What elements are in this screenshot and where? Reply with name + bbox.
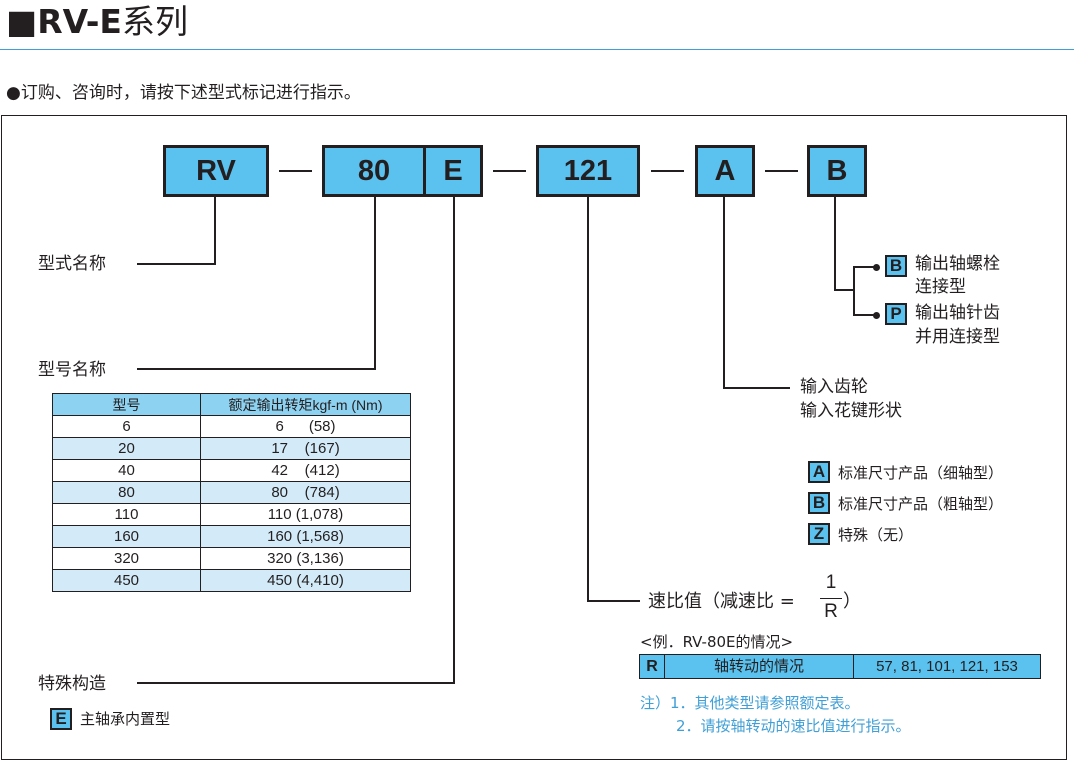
special-code-box: E	[50, 708, 72, 730]
table-cell: 20	[52, 437, 201, 460]
input-gear-label-2: 输入花键形状	[800, 401, 902, 421]
code-dash	[493, 170, 526, 172]
output-option-p-line2: 并用连接型	[915, 327, 1000, 347]
code-box-rv: RV	[163, 145, 269, 197]
table-cell: 110	[52, 503, 201, 526]
title-latin: RV-E	[37, 2, 122, 41]
input-option-b: 标准尺寸产品（粗轴型）	[838, 495, 1004, 513]
type-name-label: 型式名称	[38, 254, 106, 274]
table-cell: 450 (4,410)	[200, 569, 411, 592]
table-header-row: 型号 额定输出转矩kgf-m (Nm)	[52, 393, 411, 416]
input-code-box-z: Z	[808, 523, 830, 545]
table-cell: 42 (412)	[200, 459, 411, 482]
output-code-box-b: B	[885, 255, 907, 277]
code-dash	[765, 170, 798, 172]
input-option-z: 特殊（无）	[838, 526, 914, 544]
input-gear-label-1: 输入齿轮	[800, 377, 868, 397]
ratio-suffix: ）	[843, 591, 861, 612]
fraction-bar	[820, 598, 842, 599]
code-box-e: E	[423, 145, 483, 197]
table-cell: 轴转动的情况	[664, 654, 854, 679]
table-cell: 320	[52, 547, 201, 570]
example-caption: <例．RV-80E的情况>	[640, 633, 794, 651]
table-row: R 轴转动的情况 57, 81, 101, 121, 153	[639, 654, 1041, 679]
page-title: ■RV-E系列	[6, 2, 188, 42]
leader-line	[587, 600, 640, 602]
input-code-box-b: B	[808, 492, 830, 514]
special-option-text: 主轴承内置型	[80, 710, 171, 728]
table-cell: 450	[52, 569, 201, 592]
bullet-dot	[873, 312, 880, 319]
code-box-size: 80	[322, 145, 426, 197]
special-label: 特殊构造	[38, 674, 106, 694]
intro-text: ●订购、咨询时，请按下述型式标记进行指示。	[6, 83, 361, 103]
output-option-b-line1: 输出轴螺栓	[915, 254, 1000, 274]
table-header-model: 型号	[52, 393, 201, 416]
note-1: 注）1．其他类型请参照额定表。	[640, 694, 860, 712]
code-dash	[279, 170, 312, 172]
leader-line	[723, 197, 725, 389]
table-cell: 40	[52, 459, 201, 482]
bullet-dot	[873, 264, 880, 271]
leader-line	[374, 197, 376, 370]
note-2: 2．请按轴转动的速比值进行指示。	[676, 717, 911, 735]
leader-line	[137, 682, 455, 684]
input-code-box-a: A	[808, 461, 830, 483]
output-option-b-line2: 连接型	[915, 277, 966, 297]
table-cell: 17 (167)	[200, 437, 411, 460]
table-cell: 6	[52, 415, 201, 438]
title-square: ■	[6, 2, 38, 41]
leader-line	[137, 368, 376, 370]
model-name-label: 型号名称	[38, 360, 106, 380]
output-code-box-p: P	[885, 303, 907, 325]
code-box-a: A	[695, 145, 755, 197]
leader-line	[587, 197, 589, 602]
input-option-a: 标准尺寸产品（细轴型）	[838, 464, 1004, 482]
leader-line	[723, 387, 790, 389]
leader-line	[853, 314, 875, 316]
table-cell: 6 (58)	[200, 415, 411, 438]
leader-line	[214, 197, 216, 265]
fraction-denominator: R	[824, 601, 838, 622]
title-rule	[0, 49, 1074, 50]
ratio-label: 速比值（减速比 =	[648, 591, 795, 612]
table-cell: 160	[52, 525, 201, 548]
table-header-torque: 额定输出转矩kgf-m (Nm)	[200, 393, 411, 416]
table-cell: 160 (1,568)	[200, 525, 411, 548]
table-cell: R	[639, 654, 665, 679]
leader-line	[137, 263, 216, 265]
leader-line	[853, 266, 855, 316]
code-box-ratio: 121	[536, 145, 640, 197]
code-dash	[651, 170, 684, 172]
table-cell: 80	[52, 481, 201, 504]
table-cell: 110 (1,078)	[200, 503, 411, 526]
table-cell: 80 (784)	[200, 481, 411, 504]
table-cell: 320 (3,136)	[200, 547, 411, 570]
ratio-example-table: R 轴转动的情况 57, 81, 101, 121, 153	[639, 654, 1041, 679]
table-cell: 57, 81, 101, 121, 153	[853, 654, 1041, 679]
title-cn: 系列	[121, 2, 188, 41]
leader-line	[453, 197, 455, 684]
content-frame	[1, 115, 1067, 760]
fraction-numerator: 1	[825, 572, 837, 593]
leader-line	[834, 197, 836, 291]
output-option-p-line1: 输出轴针齿	[915, 303, 1000, 323]
leader-line	[853, 266, 875, 268]
leader-line	[834, 289, 854, 291]
code-box-b: B	[807, 145, 867, 197]
